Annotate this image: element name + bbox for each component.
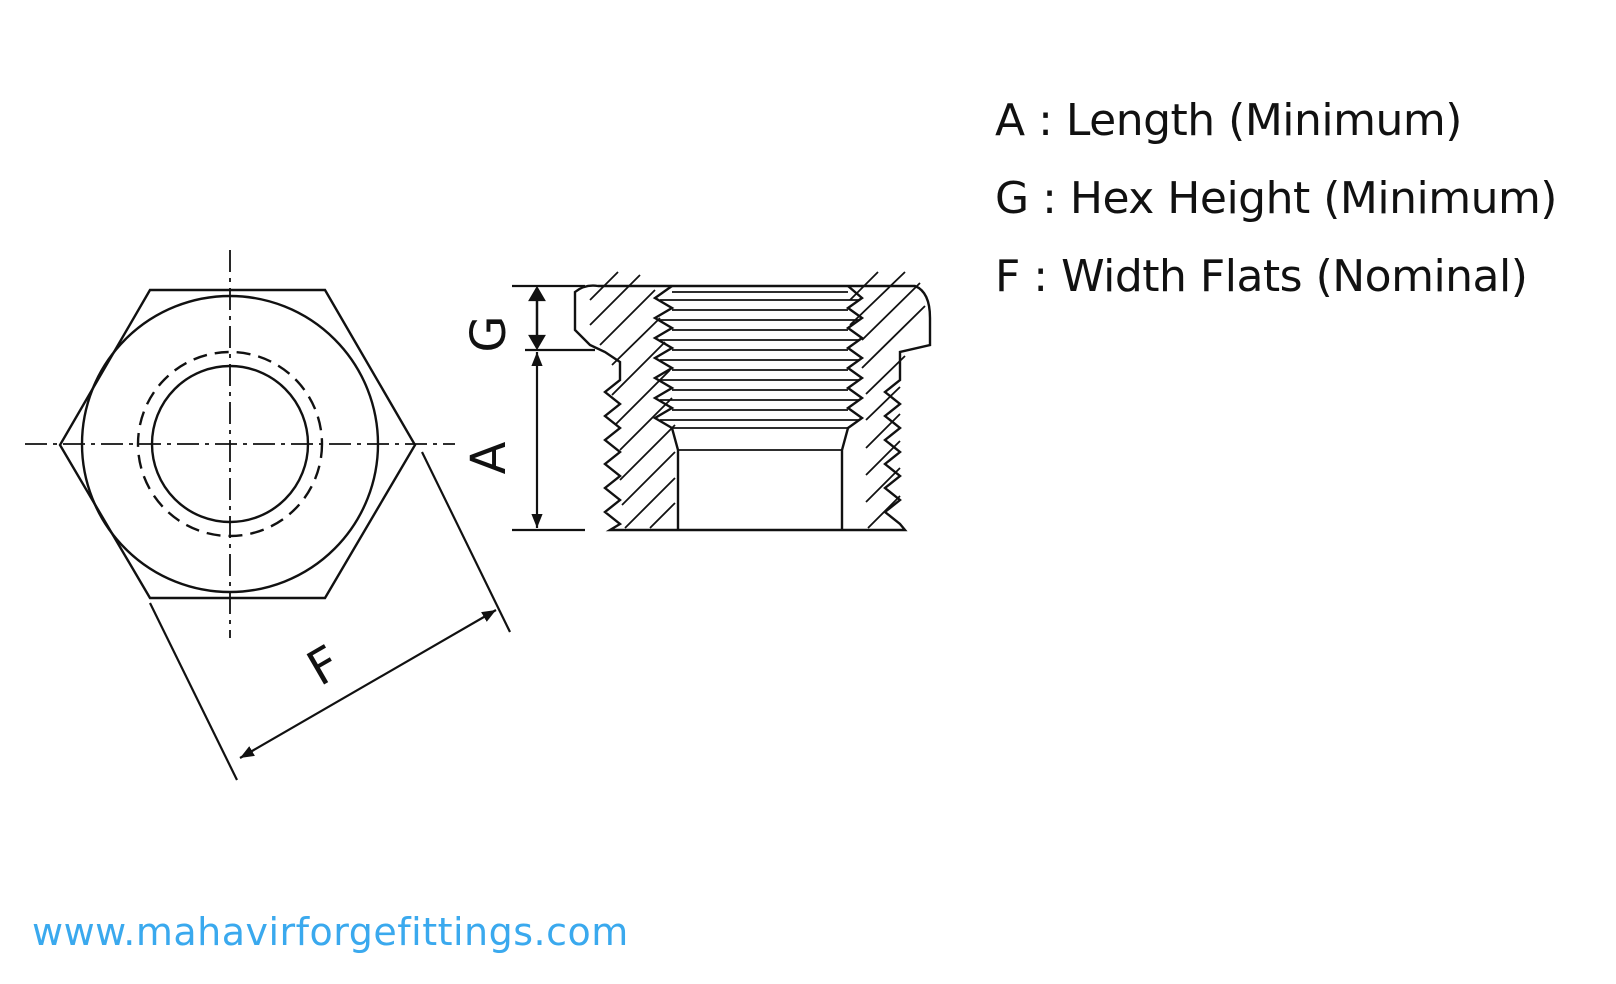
- outer-profile: [573, 284, 932, 532]
- section-view: [573, 271, 932, 532]
- legend-item-a: A : Length (Minimum): [995, 95, 1462, 146]
- g-arrow-bottom: [528, 334, 546, 351]
- thread-crest-lines: [660, 291, 860, 451]
- f-dimension-label: F: [298, 635, 350, 697]
- a-g-dimensions: [512, 284, 595, 532]
- g-arrow-top: [528, 285, 546, 302]
- legend-item-g: G : Hex Height (Minimum): [995, 173, 1557, 224]
- legend-item-f: F : Width Flats (Nominal): [995, 251, 1528, 302]
- bore-thread-right: [840, 285, 865, 530]
- f-extension-line-2: [421, 451, 511, 633]
- f-dimension-line: [239, 609, 497, 759]
- website-url[interactable]: www.mahavirforgefittings.com: [32, 910, 629, 954]
- g-dimension-label: G: [461, 315, 517, 352]
- bore-thread-left: [652, 285, 680, 530]
- hex-end-view: [25, 250, 455, 638]
- legend: A : Length (Minimum) G : Hex Height (Min…: [995, 82, 1557, 316]
- hex-outline: [58, 288, 417, 600]
- a-dimension-label: A: [461, 441, 517, 474]
- f-extension-line-1: [149, 602, 238, 781]
- f-dimension: [149, 451, 511, 781]
